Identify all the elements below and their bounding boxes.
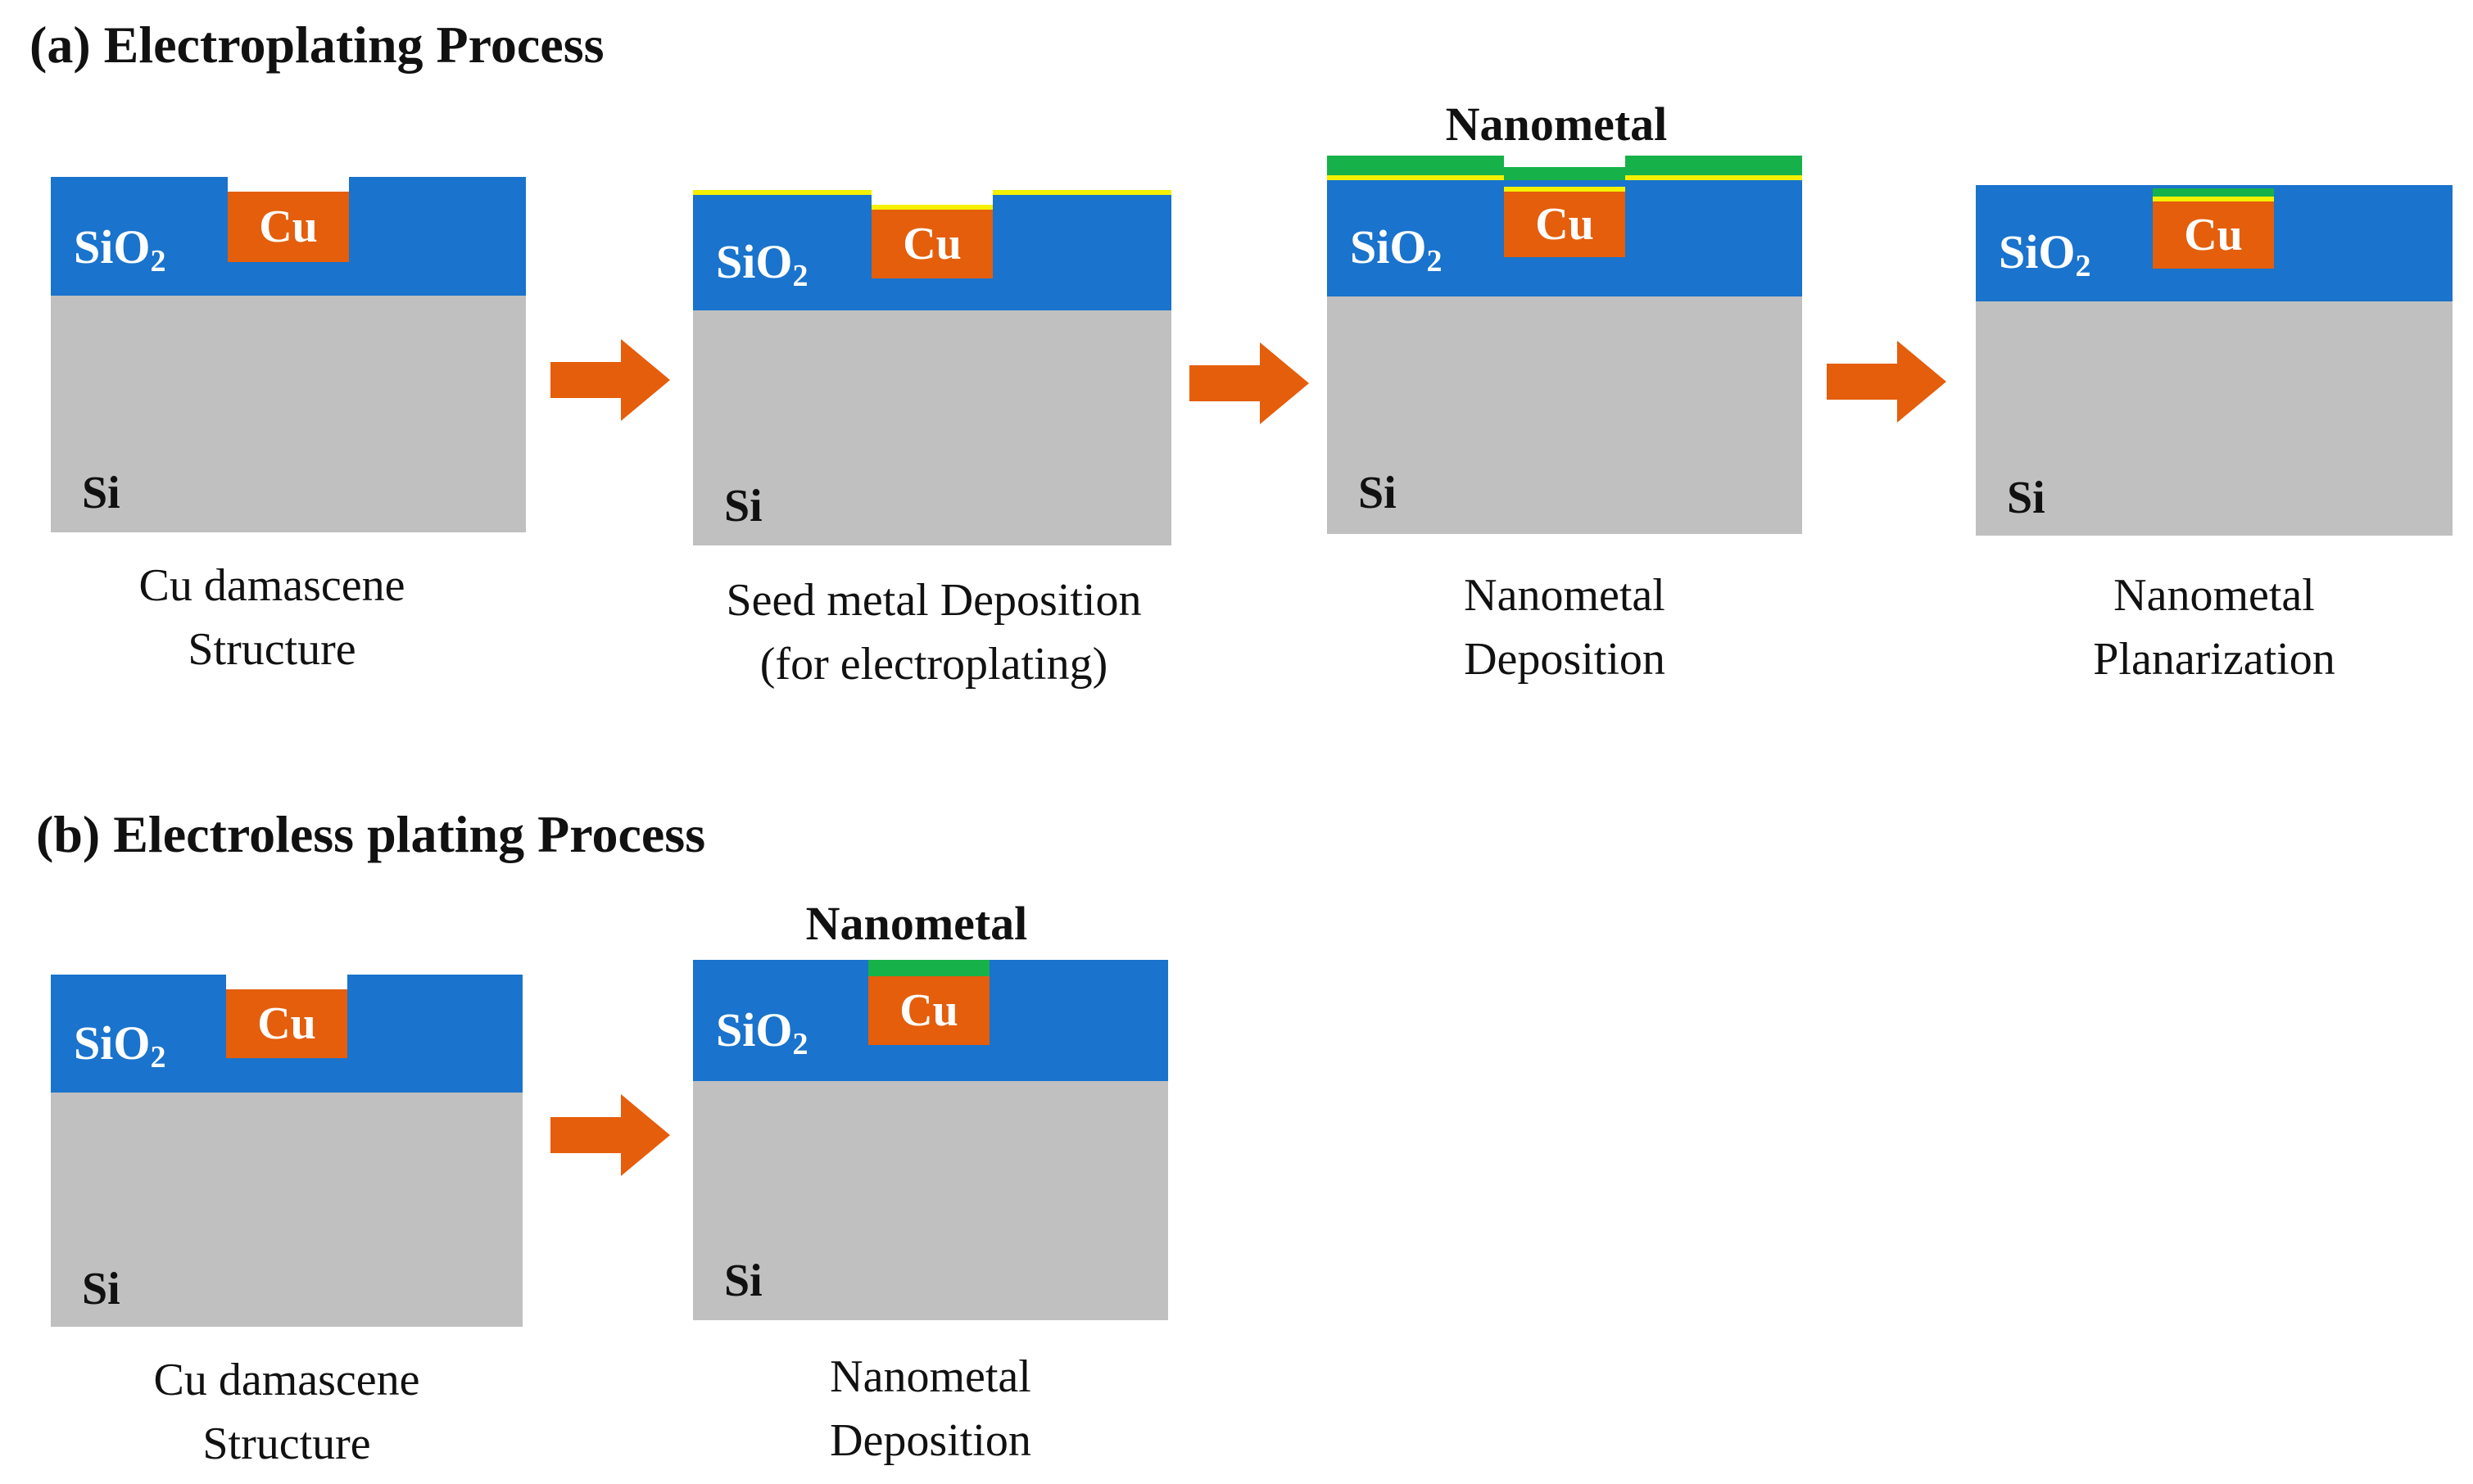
cu-label: Cu (899, 985, 958, 1036)
section-a-title: (a) Electroplating Process (29, 16, 605, 74)
nanometal-layer-right (1625, 156, 1802, 175)
caption-b1-line2: Structure (202, 1418, 371, 1469)
nanometal-layer-left (1327, 156, 1504, 175)
caption-a1-line2: Structure (188, 624, 356, 675)
caption-a4: Nanometal Planarization (1976, 563, 2453, 691)
diagram-a4-nanometal-planarization: Cu SiO2 Si (1976, 185, 2453, 536)
caption-a4-line1: Nanometal (2113, 570, 2315, 621)
cu-label: Cu (2184, 210, 2243, 260)
trench-gap (226, 975, 347, 989)
si-label: Si (1358, 468, 1397, 518)
right-arrow-icon (1827, 341, 1946, 423)
seed-metal-layer-left (1327, 175, 1504, 180)
nanometal-label-b2: Nanometal (805, 897, 1028, 950)
diagram-b1-cu-damascene: Cu SiO2 Si (51, 975, 523, 1327)
si-label: Si (724, 1256, 763, 1306)
seed-metal-layer-right (1625, 175, 1802, 180)
si-substrate (693, 310, 1171, 545)
si-label: Si (82, 1264, 120, 1314)
caption-a2-line2: (for electroplating) (759, 639, 1108, 690)
trench-gap (228, 177, 349, 192)
cu-label: Cu (257, 998, 316, 1049)
diagram-a2-seed-metal: Cu SiO2 Si (693, 190, 1171, 545)
si-label: Si (2007, 473, 2045, 523)
si-label: Si (82, 468, 120, 518)
sio2-label: SiO2 (716, 1003, 808, 1061)
cu-label: Cu (1535, 199, 1594, 250)
seed-metal-layer-right (993, 190, 1171, 195)
cu-label: Cu (903, 219, 962, 269)
cu-block: Cu (868, 976, 990, 1045)
si-substrate (1327, 296, 1802, 534)
sio2-label: SiO2 (1999, 225, 2091, 283)
sio2-label: SiO2 (1350, 220, 1443, 278)
cu-label: Cu (259, 201, 318, 252)
caption-a2-line1: Seed metal Deposition (726, 575, 1142, 626)
nanometal-layer-trench (2153, 188, 2274, 197)
nanometal-label-a3: Nanometal (1445, 97, 1668, 151)
caption-b1: Cu damascene Structure (51, 1348, 523, 1476)
caption-b1-line1: Cu damascene (153, 1355, 420, 1405)
si-substrate (51, 296, 526, 532)
section-b-title: (b) Electroless plating Process (36, 805, 706, 863)
right-arrow-icon (550, 1094, 670, 1176)
right-arrow-icon (1189, 342, 1309, 424)
seed-metal-layer-trench (2153, 197, 2274, 201)
cu-block: Cu (1504, 192, 1625, 257)
cu-block: Cu (872, 210, 993, 278)
seed-metal-layer-trench (872, 205, 993, 210)
caption-b2-line2: Deposition (830, 1415, 1031, 1466)
caption-a3-line1: Nanometal (1464, 570, 1665, 621)
seed-metal-layer-left (693, 190, 872, 195)
sio2-label: SiO2 (74, 1016, 166, 1075)
caption-a2: Seed metal Deposition (for electroplatin… (672, 568, 1196, 696)
nanometal-layer-trench (868, 960, 990, 976)
cu-block: Cu (228, 192, 349, 262)
cu-block: Cu (226, 989, 347, 1058)
caption-a3-line2: Deposition (1464, 634, 1665, 685)
right-arrow-icon (550, 339, 670, 421)
diagram-b2-nanometal-deposition: Cu SiO2 Si (693, 960, 1168, 1320)
caption-a1-line1: Cu damascene (138, 560, 405, 611)
si-label: Si (724, 481, 763, 532)
caption-b2-line1: Nanometal (830, 1351, 1031, 1402)
caption-a1: Cu damascene Structure (51, 554, 493, 681)
si-substrate (693, 1081, 1168, 1320)
si-substrate (1976, 301, 2453, 536)
caption-a3: Nanometal Deposition (1327, 563, 1802, 691)
trench-gap (872, 195, 993, 205)
diagram-a1-cu-damascene: Cu SiO2 Si (51, 177, 526, 532)
sio2-label: SiO2 (74, 220, 166, 278)
sio2-label: SiO2 (716, 235, 808, 293)
si-substrate (51, 1093, 523, 1327)
seed-metal-layer-trench (1504, 187, 1625, 192)
caption-a4-line2: Planarization (2093, 634, 2335, 685)
diagram-a3-nanometal-deposition: Cu SiO2 Si (1327, 156, 1802, 541)
cu-block: Cu (2153, 201, 2274, 269)
caption-b2: Nanometal Deposition (693, 1345, 1168, 1473)
